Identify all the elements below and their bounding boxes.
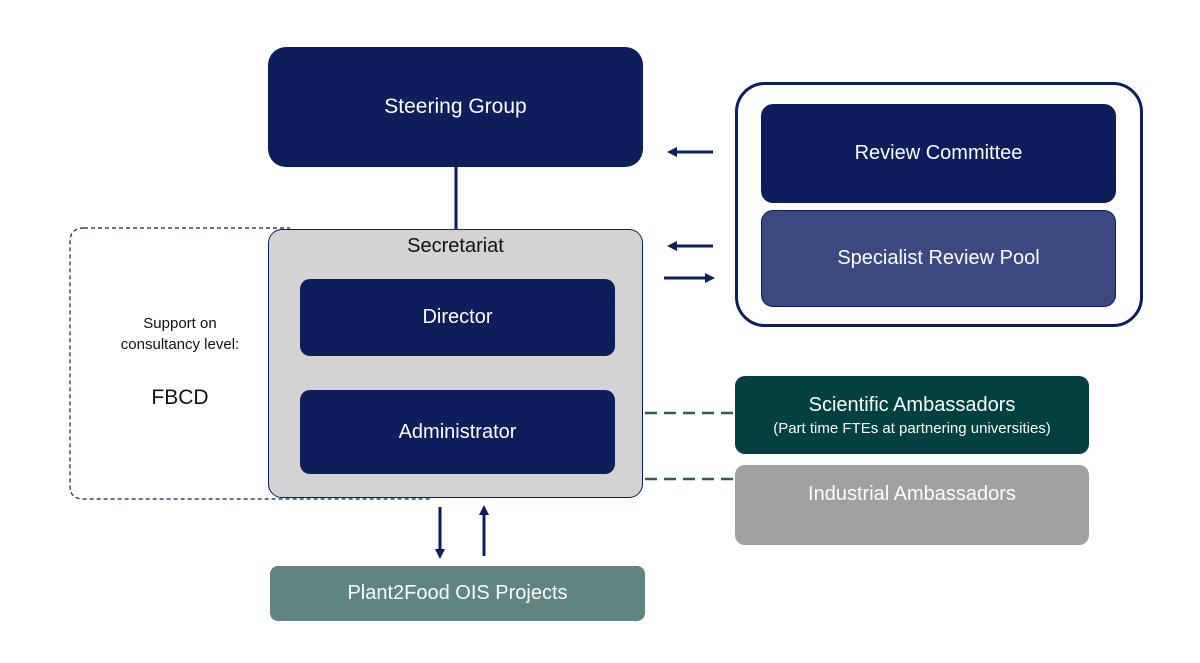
scientific-ambassadors-label: Scientific Ambassadors bbox=[808, 393, 1016, 416]
support-line-2: consultancy level: bbox=[120, 336, 240, 353]
support-line-1: Support on bbox=[143, 315, 217, 332]
administrator-box: Administrator bbox=[300, 390, 615, 474]
projects-label: Plant2Food OIS Projects bbox=[347, 582, 568, 604]
steering-group-box: Steering Group bbox=[268, 47, 643, 167]
steering-group-label: Steering Group bbox=[384, 95, 527, 118]
specialist-review-pool-label: Specialist Review Pool bbox=[837, 247, 1040, 269]
director-box: Director bbox=[300, 279, 615, 356]
support-text: Support on consultancy level: bbox=[100, 313, 260, 355]
specialist-review-pool-box: Specialist Review Pool bbox=[761, 210, 1116, 307]
industrial-ambassadors-label: Industrial Ambassadors bbox=[808, 483, 1016, 505]
director-label: Director bbox=[422, 306, 493, 328]
fbcd-dashed-outline bbox=[69, 227, 430, 500]
industrial-ambassadors-box: Industrial Ambassadors bbox=[735, 465, 1089, 545]
review-committee-box: Review Committee bbox=[761, 104, 1116, 203]
scientific-ambassadors-note: (Part time FTEs at partnering universiti… bbox=[773, 419, 1051, 437]
administrator-label: Administrator bbox=[398, 420, 517, 443]
review-committee-label: Review Committee bbox=[854, 142, 1023, 164]
secretariat-label: Secretariat bbox=[407, 235, 504, 257]
scientific-ambassadors-box: Scientific Ambassadors (Part time FTEs a… bbox=[735, 376, 1089, 454]
projects-box: Plant2Food OIS Projects bbox=[270, 566, 645, 621]
fbcd-label: FBCD bbox=[151, 386, 209, 409]
